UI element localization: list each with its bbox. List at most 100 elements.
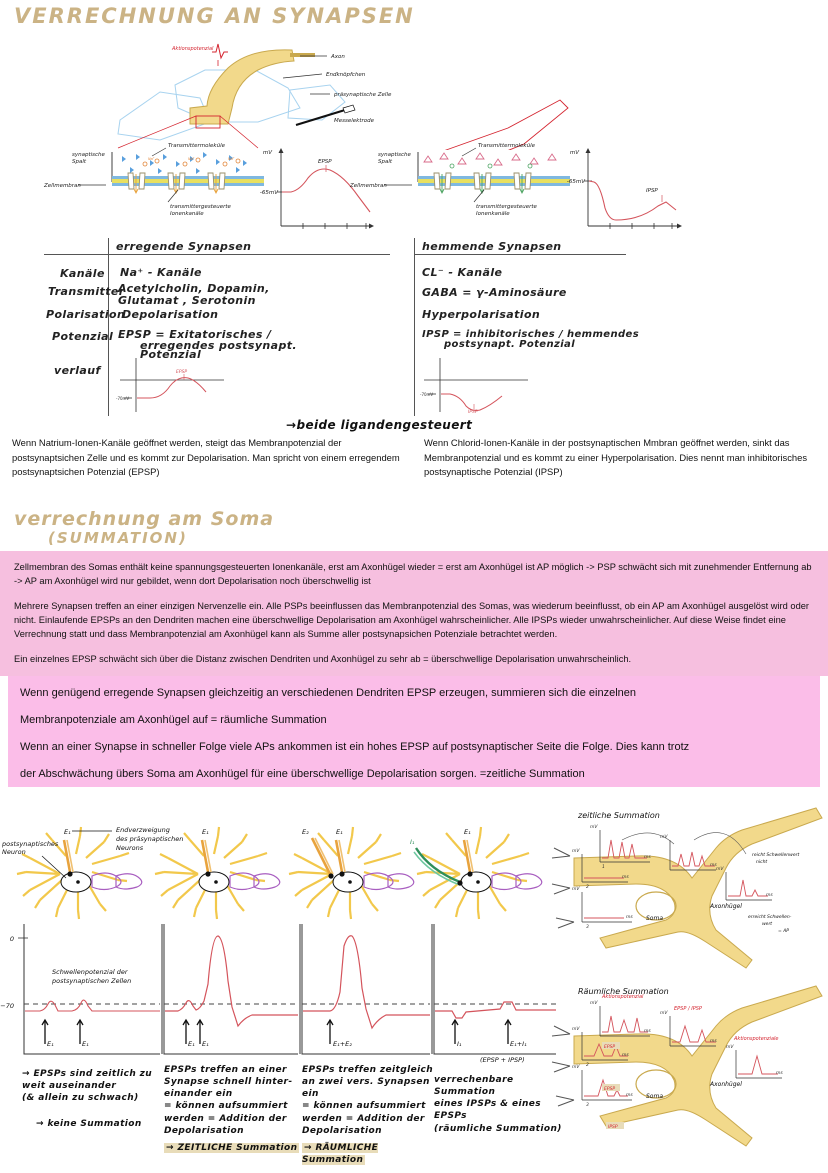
svg-text:mV: mV [590, 824, 598, 830]
svg-text:synaptische: synaptische [378, 152, 412, 158]
svg-text:Na⁺: Na⁺ [228, 157, 235, 161]
svg-text:mV: mV [572, 848, 580, 854]
caption-1-line-3: (& allein zu schwach) [22, 1093, 139, 1104]
right-label-aktionspotenzial-1: Aktionspotenzial [601, 994, 644, 1000]
caption-3-line-2: an zwei vers. Synapsen [302, 1077, 430, 1088]
cell-excitatory-potenzial-3: Potenzial [140, 348, 202, 361]
cell-inhibitory-polarisation: Hyperpolarisation [422, 308, 541, 321]
caption-2-line-1: EPSPs treffen an einer [164, 1065, 287, 1075]
summation-figure: E₁ postsynaptisches Neuron Endverzweigun… [0, 796, 828, 1168]
svg-text:-65mV: -65mV [567, 179, 586, 185]
caption-3-line-3: ein [302, 1089, 319, 1100]
caption-4-line-3: (räumliche Summation) [434, 1123, 562, 1134]
svg-text:-70mV: -70mV [116, 396, 129, 401]
svg-text:ms: ms [710, 863, 717, 868]
pink2-paragraph-4: der Abschwächung übers Soma am Axonhügel… [20, 767, 585, 780]
pink-note-box-1: Zellmembran des Somas enthält keine span… [0, 551, 828, 676]
svg-text:ms: ms [776, 1071, 783, 1076]
label-synaptischer-spalt-l2: Spalt [72, 159, 87, 165]
right-label-soma-1: Soma [646, 915, 663, 922]
svg-text:Na⁺: Na⁺ [188, 157, 195, 161]
label-y-zero: 0 [10, 935, 14, 943]
cell-excitatory-transmitter-2: Glutamat , Serotonin [118, 294, 256, 307]
table-row-label-verlauf: verlauf [54, 364, 101, 377]
svg-text:IPSP: IPSP [608, 1124, 618, 1130]
caption-3-line-5: werden = Addition der [302, 1113, 425, 1124]
table-row-label-transmitter: Transmitter [48, 285, 125, 298]
label-postsynaptisches-neuron-1: postsynaptisches [1, 840, 59, 848]
cell-inhibitory-potenzial-2: postsynapt. Potenzial [444, 339, 576, 350]
table-row-label-potenzial: Potenzial [52, 330, 114, 343]
svg-text:mV: mV [572, 1064, 580, 1070]
svg-text:ms: ms [644, 855, 651, 860]
caption-2-line-6: Depolarisation [164, 1125, 244, 1136]
svg-text:mV: mV [726, 1044, 734, 1050]
ligand-note: →beide ligandengesteuert [286, 418, 473, 432]
svg-text:3: 3 [586, 1102, 589, 1108]
svg-text:mV: mV [572, 1026, 580, 1032]
svg-text:Ionenkanäle: Ionenkanäle [476, 211, 510, 217]
caption-panel-2: EPSPs treffen an einer Synapse schnell h… [164, 1064, 304, 1154]
label-schwellenpotenzial-2: postsynaptischen Zellen [51, 977, 131, 985]
svg-text:mV: mV [660, 1010, 668, 1016]
svg-text:E₁: E₁ [202, 828, 209, 836]
pink2-paragraph-2: Membranpotenziale am Axonhügel auf = räu… [20, 713, 327, 726]
caption-2-line-2: Synapse schnell hinter- [164, 1077, 293, 1088]
label-endverzweigung-3: Neurons [116, 844, 144, 852]
label-ionenkanaele-l1: transmittergesteuerte [170, 204, 232, 210]
chart-label-epsp: EPSP [318, 159, 332, 165]
label-praesynaptische-zelle: präsynaptische Zelle [333, 92, 392, 98]
page-title: VERRECHNUNG AN SYNAPSEN [14, 4, 415, 28]
caption-1-result: → keine Summation [36, 1119, 142, 1130]
table-row-label-kanaele: Kanäle [60, 267, 105, 280]
svg-text:E₁: E₁ [47, 1040, 54, 1048]
label-transmittermolekuele: Transmittermoleküle [168, 143, 226, 149]
right-label-soma-2: Soma [646, 1093, 663, 1100]
caption-1-line-2: weit auseinander [22, 1081, 117, 1092]
svg-text:-65mV: -65mV [260, 190, 279, 196]
section-heading-2-main: verrechnung am Soma [14, 508, 275, 530]
svg-text:IPSP: IPSP [468, 409, 478, 414]
mini-chart-ipsp: -70mV IPSP [420, 358, 528, 414]
caption-panel-3: EPSPs treffen zeitgleich an zwei vers. S… [302, 1064, 442, 1166]
svg-text:EPSP: EPSP [176, 369, 187, 375]
pink2-paragraph-3: Wenn an einer Synapse in schneller Folge… [20, 740, 690, 753]
label-endverzweigung-1: Endverzweigung [116, 826, 170, 834]
svg-text:E₁+I₁: E₁+I₁ [510, 1040, 527, 1048]
section-heading-2-sub: (SUMMATION) [48, 529, 188, 548]
svg-text:mV: mV [716, 866, 724, 872]
svg-text:ms: ms [766, 893, 773, 898]
caption-1-line-1: → EPSPs sind zeitlich zu [22, 1069, 153, 1079]
cell-excitatory-potenzial-2: erregendes postsynapt. [140, 339, 297, 352]
svg-text:E₁+E₂: E₁+E₂ [333, 1040, 352, 1048]
label-ionenkanaele-l2: Ionenkanäle [170, 211, 204, 217]
caption-2-line-3: einander ein [164, 1089, 233, 1100]
svg-text:I₁: I₁ [457, 1040, 462, 1048]
label-synaptischer-spalt-l1: synaptische [72, 152, 106, 158]
svg-text:transmittergesteuerte: transmittergesteuerte [476, 204, 538, 210]
svg-text:ms: ms [622, 875, 629, 880]
svg-text:Aktionspotenzial: Aktionspotenzial [171, 46, 214, 52]
svg-text:ms: ms [644, 1029, 651, 1034]
svg-text:ms: ms [626, 1093, 633, 1098]
svg-text:E₁: E₁ [464, 828, 471, 836]
svg-text:1: 1 [602, 864, 605, 870]
svg-text:E₁: E₁ [336, 828, 343, 836]
svg-text:I₁: I₁ [410, 838, 415, 846]
svg-text:= AP: = AP [778, 928, 789, 934]
cell-excitatory-transmitter-1: Acetylcholin, Dopamin, [118, 282, 270, 295]
table-header-inhibitory: hemmende Synapsen [422, 240, 562, 253]
svg-text:ms: ms [622, 1053, 629, 1058]
svg-text:E₁: E₁ [188, 1040, 195, 1048]
panel4-sub-note: (EPSP + IPSP) [480, 1056, 525, 1064]
svg-text:mV: mV [263, 150, 273, 156]
svg-text:E₁: E₁ [82, 1040, 89, 1048]
svg-text:mV: mV [590, 1000, 598, 1006]
label-zellmembran: Zellmembran [43, 183, 81, 189]
cell-inhibitory-transmitter: GABA = γ-Aminosäure [422, 286, 567, 299]
svg-text:-70mV: -70mV [420, 392, 433, 397]
right-diagram-title-2: Räumliche Summation [578, 987, 669, 996]
svg-text:ms: ms [626, 915, 633, 920]
caption-panel-1: → EPSPs sind zeitlich zu weit auseinande… [22, 1068, 172, 1131]
caption-4-line-2: eines IPSPs & eines EPSPs [434, 1099, 542, 1122]
